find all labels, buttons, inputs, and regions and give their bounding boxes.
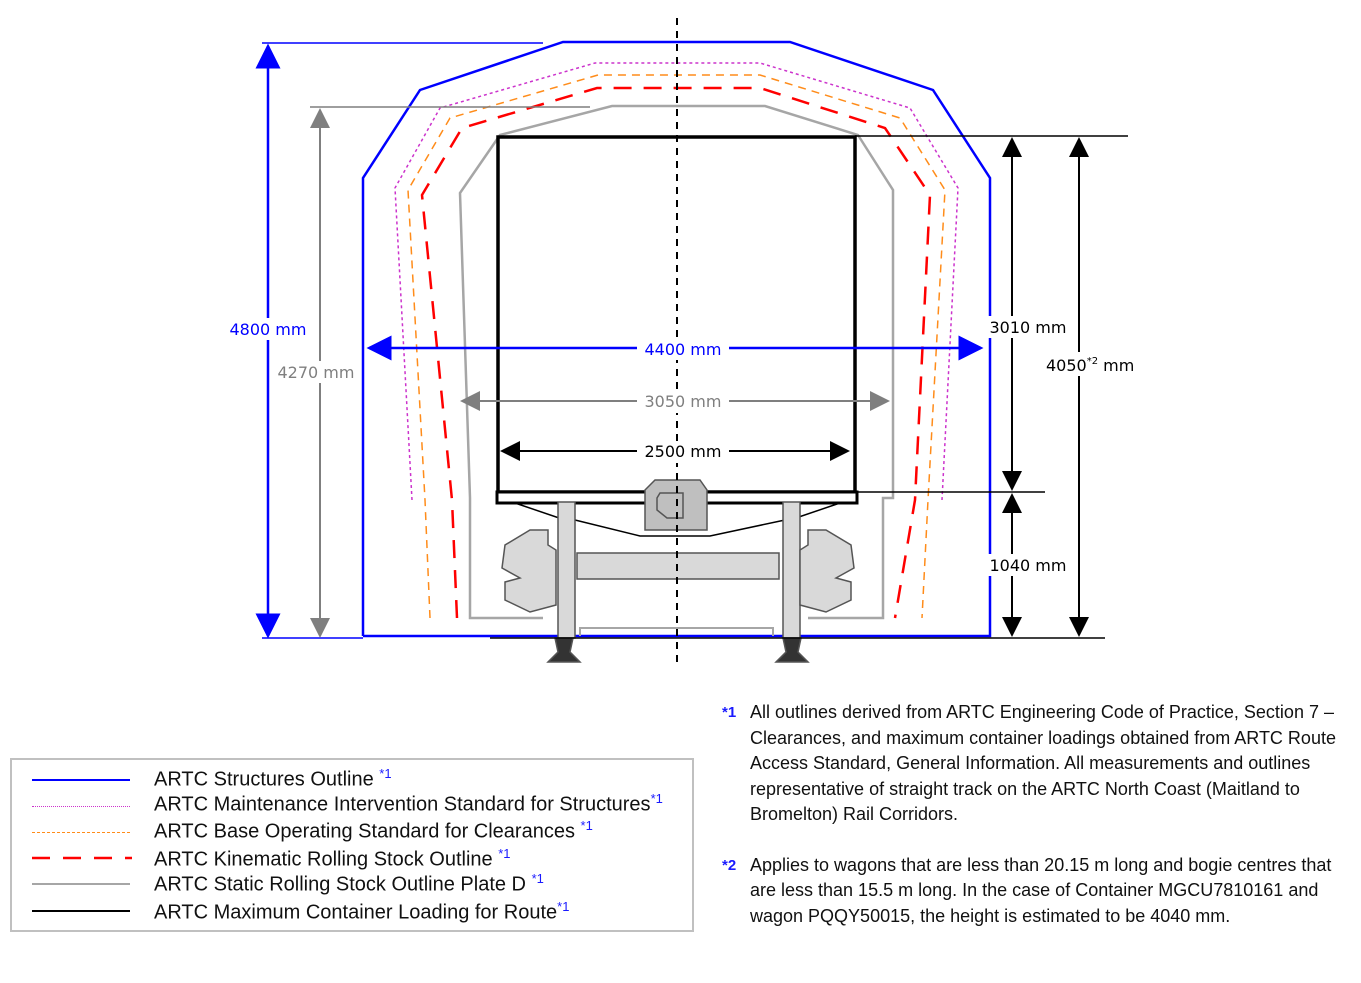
label-2500: 2500 mm xyxy=(645,442,722,461)
footnotes: *1 All outlines derived from ARTC Enginee… xyxy=(722,700,1352,954)
label-4800: 4800 mm xyxy=(230,320,307,339)
footnote-mark: *1 xyxy=(722,704,737,721)
footnote-2: *2 Applies to wagons that are less than 2… xyxy=(722,853,1352,930)
legend-item: ARTC Static Rolling Stock Outline Plate … xyxy=(154,871,544,896)
footnote-text: All outlines derived from ARTC Engineeri… xyxy=(750,702,1336,824)
legend: ARTC Structures Outline *1 ARTC Maintena… xyxy=(10,758,694,932)
label-4270: 4270 mm xyxy=(278,363,355,382)
legend-item: ARTC Base Operating Standard for Clearan… xyxy=(154,818,593,843)
legend-item: ARTC Structures Outline *1 xyxy=(154,766,392,791)
legend-item: ARTC Maximum Container Loading for Route… xyxy=(154,899,570,924)
legend-swatch-maintenance xyxy=(32,806,130,807)
footnote-text: Applies to wagons that are less than 20.… xyxy=(750,854,1332,926)
static-outline xyxy=(458,104,895,620)
label-3050: 3050 mm xyxy=(645,392,722,411)
legend-swatch-base-operating xyxy=(32,832,130,833)
label-3010: 3010 mm xyxy=(990,318,1067,337)
static-outline-floor xyxy=(579,627,774,636)
label-1040: 1040 mm xyxy=(990,556,1067,575)
legend-item: ARTC Maintenance Intervention Standard f… xyxy=(154,791,663,816)
legend-swatch-static xyxy=(32,883,130,885)
structures-outline xyxy=(361,40,992,638)
legend-item: ARTC Kinematic Rolling Stock Outline *1 xyxy=(154,846,511,871)
legend-swatch-container xyxy=(32,910,130,912)
label-4050: 4050*2 mm xyxy=(1046,356,1134,375)
footnote-mark: *2 xyxy=(722,856,737,874)
legend-swatch-structures xyxy=(32,779,130,781)
clearance-diagram: 4800 mm 4270 mm 4400 mm 3050 mm 2500 mm … xyxy=(229,18,1135,665)
footnote-1: *1 All outlines derived from ARTC Enginee… xyxy=(722,700,1352,828)
legend-swatch-kinematic xyxy=(32,856,132,860)
label-4400: 4400 mm xyxy=(645,340,722,359)
